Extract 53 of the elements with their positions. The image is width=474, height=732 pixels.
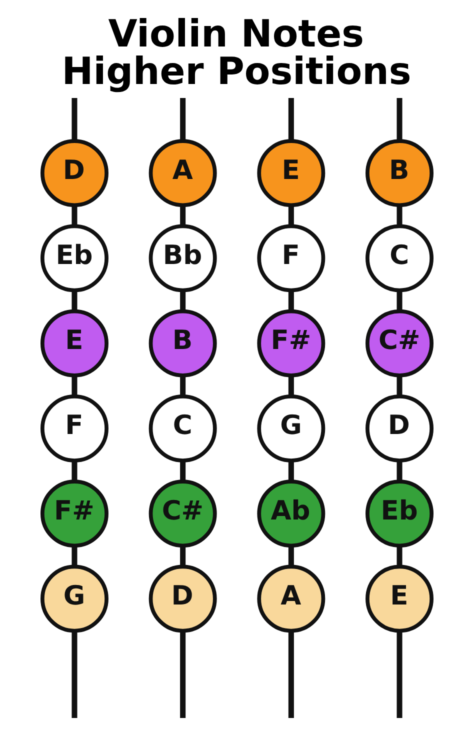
connector [288, 376, 294, 396]
connector [72, 98, 78, 141]
node-circle: D [366, 394, 434, 462]
node-circle: Eb [366, 480, 434, 548]
node-circle: B [148, 309, 217, 378]
connector [72, 290, 78, 311]
connector [180, 376, 186, 396]
node-circle: F [40, 394, 108, 462]
diagram-title: Violin Notes Higher Positions [62, 11, 412, 94]
connector [72, 376, 78, 396]
connector [396, 546, 402, 566]
connector [396, 630, 402, 718]
connector [288, 98, 294, 141]
node-circle: Eb [40, 224, 108, 292]
connector [288, 546, 294, 566]
node-circle: F# [257, 309, 326, 378]
connector [72, 460, 78, 482]
node-circle: D [148, 564, 217, 633]
connector [180, 98, 186, 141]
connector [180, 460, 186, 482]
node-circle: C [148, 394, 217, 462]
node-circle: C [366, 224, 434, 292]
node-circle: Bb [148, 224, 217, 292]
node-circle: B [366, 139, 434, 208]
connector [180, 546, 186, 566]
connector [180, 630, 186, 718]
connector [288, 290, 294, 311]
node-circle: F# [40, 480, 108, 548]
connector [180, 206, 186, 226]
connector [396, 206, 402, 226]
node-circle: E [257, 139, 326, 208]
connector [72, 206, 78, 226]
connector [288, 630, 294, 718]
node-circle: E [40, 309, 108, 378]
node-circle: D [40, 139, 108, 208]
connector [396, 290, 402, 311]
connector [288, 206, 294, 226]
node-circle: G [257, 394, 326, 462]
node-circle: A [148, 139, 217, 208]
node-circle: C# [366, 309, 434, 378]
connector [396, 98, 402, 141]
node-circle: Ab [257, 480, 326, 548]
node-circle: C# [148, 480, 217, 548]
node-circle: E [366, 564, 434, 633]
connector [396, 460, 402, 482]
node-circle: F [257, 224, 326, 292]
connector [396, 376, 402, 396]
connector [72, 630, 78, 718]
node-circle: A [257, 564, 326, 633]
connector [180, 290, 186, 311]
connector [72, 546, 78, 566]
node-circle: G [40, 564, 108, 633]
connector [288, 460, 294, 482]
